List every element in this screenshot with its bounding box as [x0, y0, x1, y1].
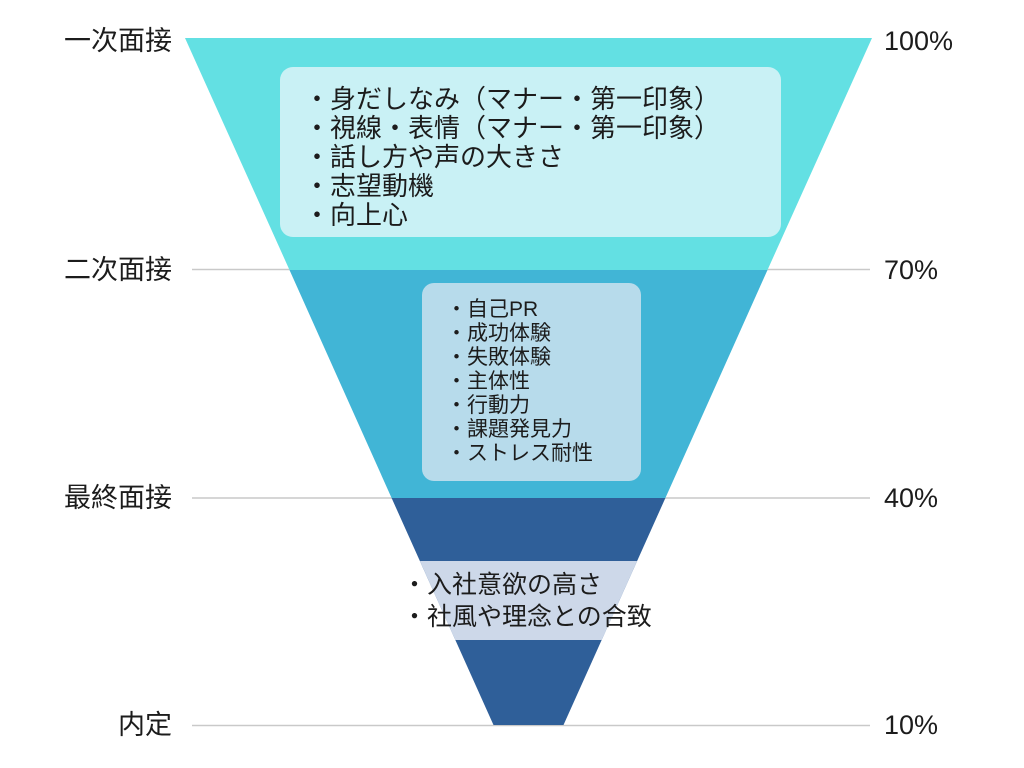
- stage3-criteria-text: ・入社意欲の高さ・社風や理念との合致: [402, 569, 652, 633]
- stage1-criteria-box: ・身だしなみ（マナー・第一印象）・視線・表情（マナー・第一印象）・話し方や声の大…: [280, 67, 781, 237]
- stage-label-second-interview: 二次面接: [64, 255, 172, 285]
- list-item: ・成功体験: [446, 322, 551, 345]
- funnel-stage3-highlight-band: [419, 561, 638, 640]
- list-item: ・話し方や声の大きさ: [304, 142, 565, 172]
- stage2-criteria-box: ・自己PR・成功体験・失敗体験・主体性・行動力・課題発見力・ストレス耐性: [422, 283, 641, 481]
- list-item: ・身だしなみ（マナー・第一印象）: [304, 84, 721, 114]
- list-item: ・課題発見力: [446, 418, 572, 441]
- list-item: ・失敗体験: [446, 346, 551, 369]
- percent-label-70: 70%: [884, 255, 939, 285]
- stage-label-first-interview: 一次面接: [64, 26, 172, 56]
- list-item: ・志望動機: [304, 171, 435, 201]
- stage-label-job-offer: 内定: [118, 710, 172, 740]
- list-item: ・社風や理念との合致: [402, 603, 652, 631]
- list-item: ・主体性: [446, 370, 530, 393]
- stage-label-final-interview: 最終面接: [64, 483, 172, 513]
- list-item: ・視線・表情（マナー・第一印象）: [304, 113, 721, 143]
- percent-label-100: 100%: [884, 26, 954, 56]
- list-item: ・ストレス耐性: [446, 442, 593, 465]
- percent-label-40: 40%: [884, 483, 939, 513]
- list-item: ・行動力: [446, 394, 530, 417]
- percent-label-10: 10%: [884, 710, 939, 740]
- list-item: ・入社意欲の高さ: [402, 571, 603, 599]
- list-item: ・自己PR: [446, 298, 539, 321]
- list-item: ・向上心: [304, 200, 409, 230]
